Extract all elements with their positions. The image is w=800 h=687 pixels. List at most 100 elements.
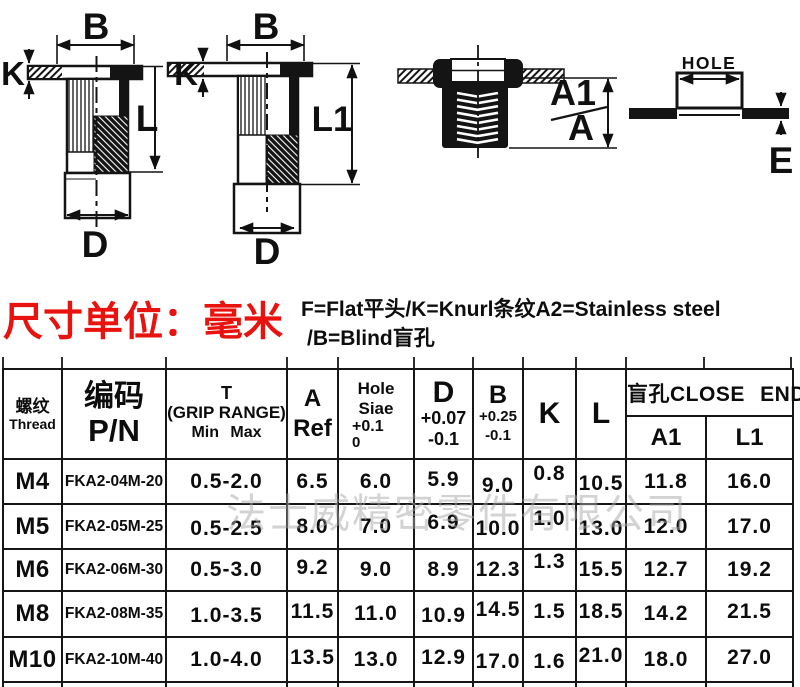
hole-diagram: HOLE E xyxy=(629,53,793,181)
header-hole: Hole xyxy=(357,378,395,398)
cell-a1: 14.2 xyxy=(625,590,707,638)
cell-empty xyxy=(704,681,795,687)
col-header-l: L xyxy=(575,368,627,460)
cell-l1: 19.2 xyxy=(704,548,795,592)
scan-line-stub xyxy=(522,357,524,368)
cell-hole: 6.0 xyxy=(337,458,415,505)
cell-l: 13.0 xyxy=(575,503,627,550)
cell-hole: 11.0 xyxy=(337,590,415,638)
col-header-close-end: 盲孔CLOSE END xyxy=(624,368,800,417)
dim-label-d2: D xyxy=(254,231,281,272)
cell-l1: 16.0 xyxy=(704,458,795,505)
cell-pn: FKA2-08M-35 xyxy=(61,590,167,638)
cell-a: 13.5 xyxy=(286,636,339,683)
table-row-m8: M8 FKA2-08M-35 1.0-3.5 11.5 11.0 10.9 14… xyxy=(2,590,795,638)
cell-a1: 12.0 xyxy=(625,503,707,550)
cell-thread: M5 xyxy=(2,503,63,550)
dim-label-k2: K xyxy=(174,55,198,92)
cell-grip: 0.5-2.0 xyxy=(165,458,288,505)
header-hole-tol-zero: 0 xyxy=(352,433,361,451)
cell-b: 12.3 xyxy=(472,548,524,592)
col-header-b: B +0.25 -0.1 xyxy=(472,368,524,460)
cell-hole: 13.0 xyxy=(337,636,415,683)
cell-grip: 0.5-2.5 xyxy=(165,503,288,550)
table-row-m5: M5 FKA2-05M-25 0.5-2.5 8.0 7.0 6.9 10.0 … xyxy=(2,503,795,550)
cell-empty xyxy=(575,681,627,687)
dim-label-l: L xyxy=(136,98,159,139)
header-d-tol-plus: +0.07 xyxy=(420,408,467,429)
dim-label-a: A xyxy=(568,107,594,148)
header-grip-range: (GRIP RANGE) xyxy=(167,402,286,422)
cell-grip: 1.0-3.5 xyxy=(165,590,288,638)
cell-thread: M6 xyxy=(2,548,63,592)
cell-d: 8.9 xyxy=(413,548,474,592)
cell-l1: 27.0 xyxy=(704,636,795,683)
dim-label-d1: D xyxy=(82,224,109,265)
cell-k: 1.0 xyxy=(522,503,577,550)
cell-l: 18.5 xyxy=(575,590,627,638)
header-thread-en: Thread xyxy=(9,415,56,432)
cell-empty xyxy=(413,681,474,687)
col-header-grip-range: T (GRIP RANGE) Min Max xyxy=(165,368,288,460)
header-pn-en: P/N xyxy=(88,412,140,448)
dim-label-b2: B xyxy=(253,6,280,47)
scan-line-stub xyxy=(286,357,288,368)
dim-label-hole: HOLE xyxy=(682,53,737,73)
cell-d: 5.9 xyxy=(413,458,474,505)
cell-grip: 1.0-4.0 xyxy=(165,636,288,683)
header-d: D xyxy=(432,376,455,410)
scan-line-stub xyxy=(165,357,167,368)
cell-d: 10.9 xyxy=(413,590,474,638)
header-grip-t: T xyxy=(221,382,232,403)
scan-line-stub xyxy=(61,357,63,368)
header-a: A xyxy=(303,385,322,412)
cell-empty xyxy=(522,681,577,687)
cell-hole: 9.0 xyxy=(337,548,415,592)
cell-pn: FKA2-05M-25 xyxy=(61,503,167,550)
cell-d: 6.9 xyxy=(413,503,474,550)
installed-rivetnut-diagram: A1 A xyxy=(397,45,617,160)
header-d-tol-minus: -0.1 xyxy=(427,429,460,449)
cell-b: 14.5 xyxy=(472,590,524,638)
scan-line-stub xyxy=(790,357,792,368)
col-header-hole-size: Hole Siae +0.1 0 xyxy=(337,368,415,460)
header-thread-cn: 螺纹 xyxy=(15,396,50,416)
table-row-m6: M6 FKA2-06M-30 0.5-3.0 9.2 9.0 8.9 12.3 … xyxy=(2,548,795,592)
dim-label-b1: B xyxy=(83,6,110,47)
cell-grip: 0.5-3.0 xyxy=(165,548,288,592)
cell-empty xyxy=(2,681,63,687)
cell-b: 10.0 xyxy=(472,503,524,550)
cell-d: 12.9 xyxy=(413,636,474,683)
spec-table: 螺纹 Thread 编码 P/N T (GRIP RANGE) Min Max … xyxy=(2,368,800,687)
legend-line-2: /B=Blind盲孔 xyxy=(307,326,435,350)
header-b-tol-plus: +0.25 xyxy=(479,407,517,425)
cell-a1: 11.8 xyxy=(625,458,707,505)
cell-l: 15.5 xyxy=(575,548,627,592)
cell-thread: M8 xyxy=(2,590,63,638)
cell-hole: 7.0 xyxy=(337,503,415,550)
cell-empty xyxy=(337,681,415,687)
cell-a: 6.5 xyxy=(286,458,339,505)
cell-l1: 21.5 xyxy=(704,590,795,638)
scan-line-stub xyxy=(2,357,4,368)
cell-empty xyxy=(61,681,167,687)
scan-line-stub xyxy=(413,357,415,368)
col-header-d: D +0.07 -0.1 xyxy=(413,368,474,460)
sheet-right xyxy=(742,108,789,119)
cell-b: 17.0 xyxy=(472,636,524,683)
dim-label-a1: A1 xyxy=(550,72,596,113)
cell-thread: M4 xyxy=(2,458,63,505)
header-b: B xyxy=(488,380,508,409)
table-row-partial xyxy=(2,681,795,687)
col-header-k: K xyxy=(522,368,577,460)
cell-thread: M10 xyxy=(2,636,63,683)
cell-l: 21.0 xyxy=(575,636,627,683)
rivetnut-open-end-diagram: B K L D xyxy=(1,6,163,265)
cell-k: 1.6 xyxy=(522,636,577,683)
material-legend: F=Flat平头/K=Knurl条纹A2=Stainless steel /B=… xyxy=(301,296,721,354)
dim-label-l1: L1 xyxy=(312,100,353,139)
cell-b: 9.0 xyxy=(472,458,524,505)
cell-l: 10.5 xyxy=(575,458,627,505)
cell-k: 1.5 xyxy=(522,590,577,638)
col-header-thread: 螺纹 Thread xyxy=(2,368,63,460)
